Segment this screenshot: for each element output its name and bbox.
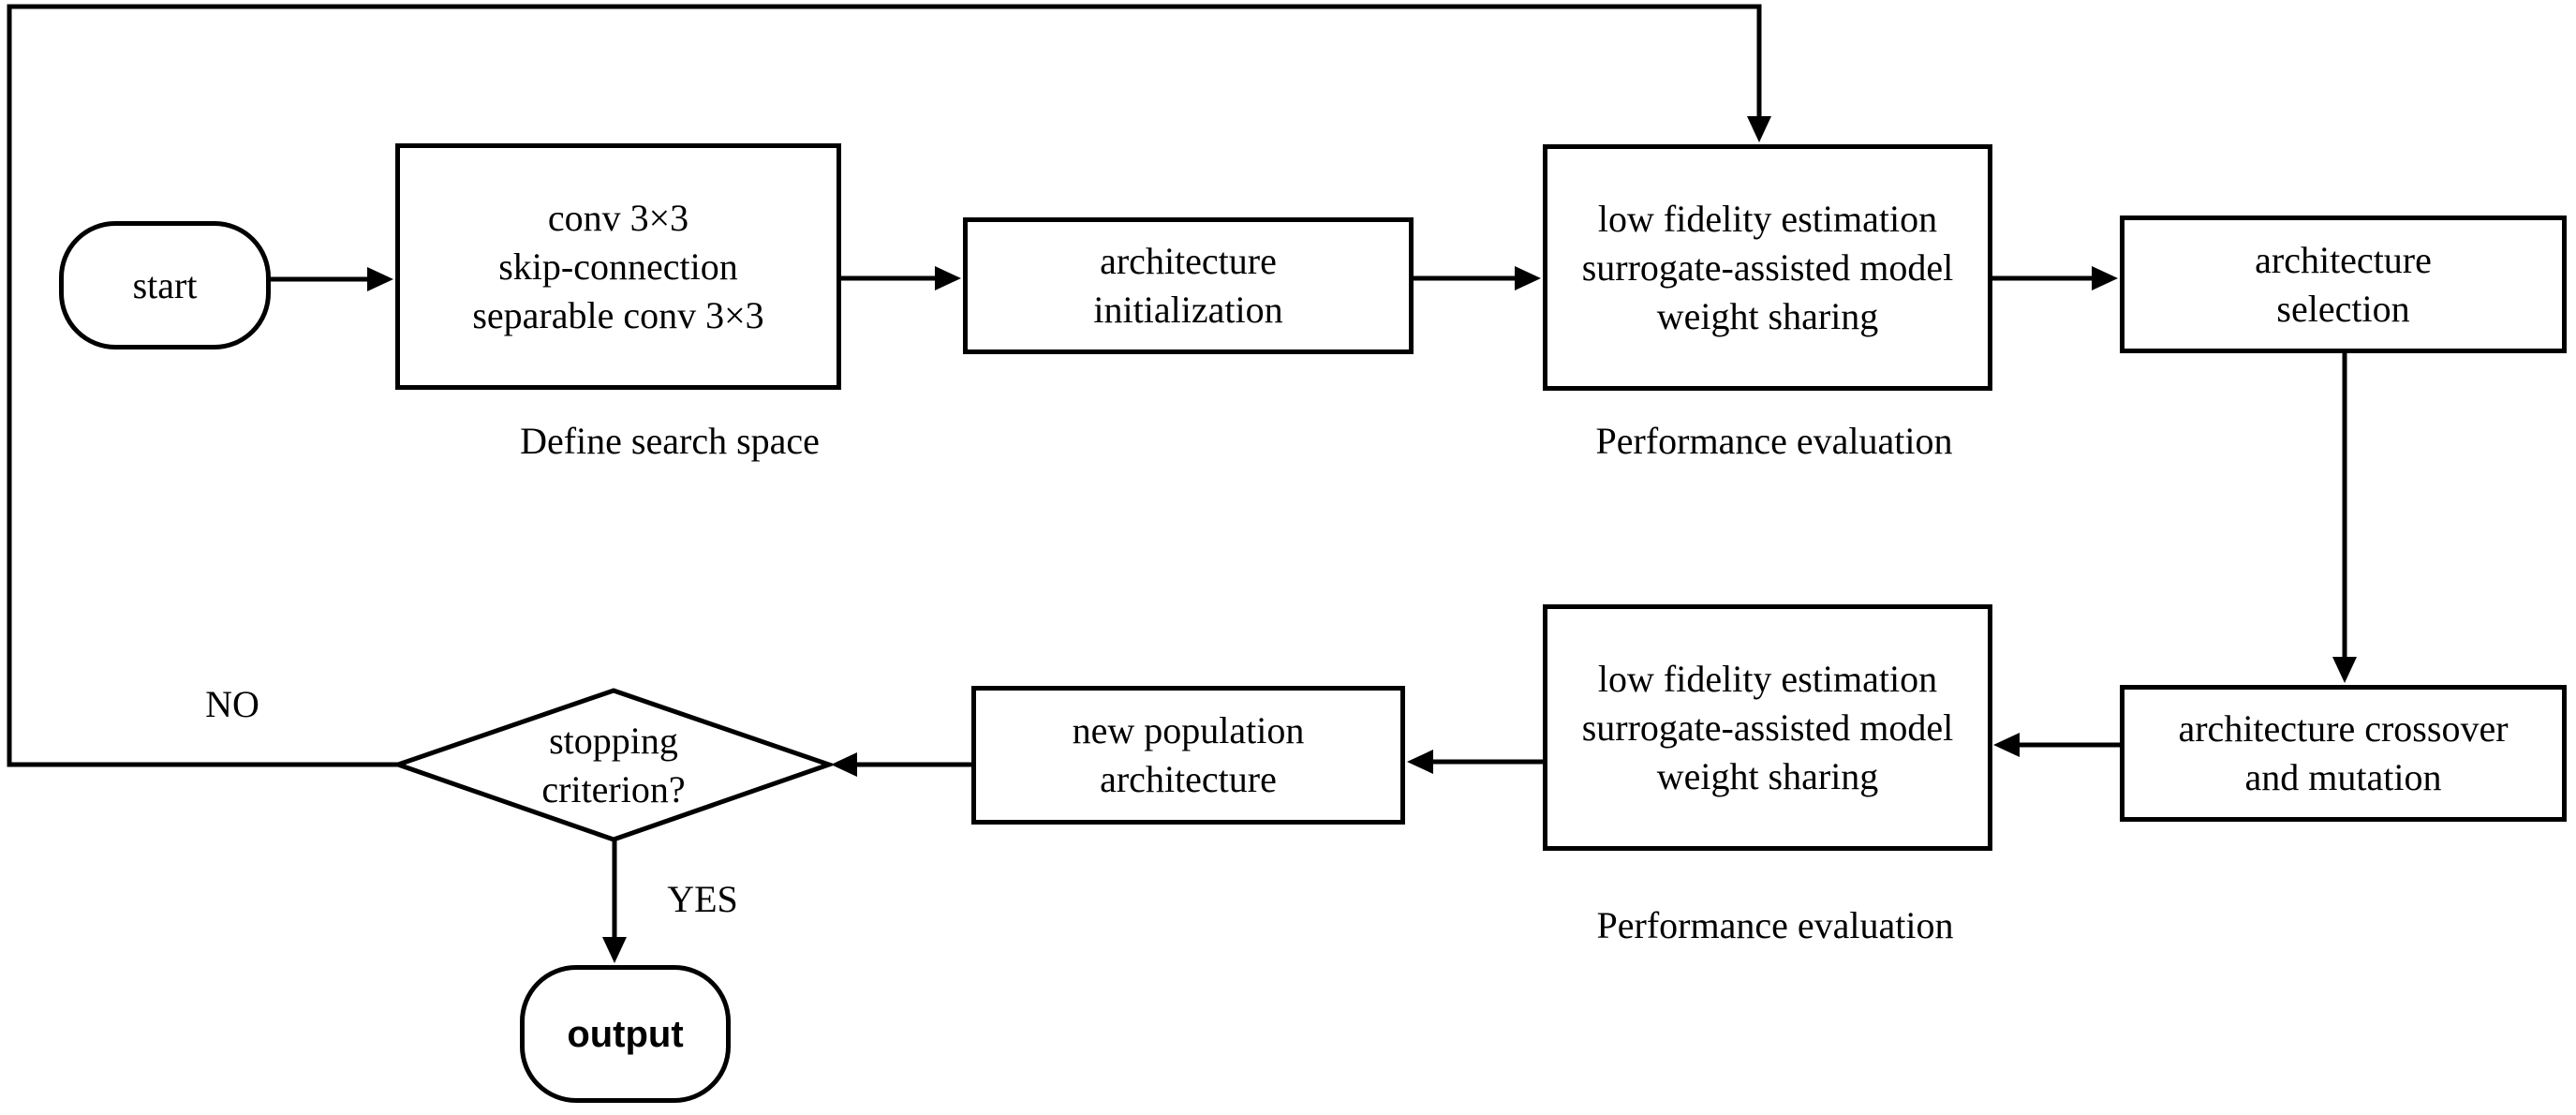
arrowhead-perf-bottom <box>1993 733 2020 757</box>
arrowhead-selection <box>2092 266 2118 290</box>
define-search-space-caption: Define search space <box>520 420 820 462</box>
search-space-node: conv 3×3 skip-connection separable conv … <box>395 143 841 390</box>
edge-no-feedback-loop <box>7 4 1762 767</box>
arrowhead-new-population <box>1407 750 1433 774</box>
new-population-node: new population architecture <box>971 686 1405 825</box>
performance-evaluation-top-node: low fidelity estimation surrogate-assist… <box>1543 144 1992 391</box>
output-node: output <box>520 965 731 1103</box>
yes-edge-label: YES <box>667 878 738 920</box>
performance-evaluation-bottom-node: low fidelity estimation surrogate-assist… <box>1543 604 1992 851</box>
stopping-criterion-diamond <box>391 688 836 842</box>
architecture-initialization-node: architecture initialization <box>963 217 1414 354</box>
no-edge-label: NO <box>205 683 259 725</box>
start-node: start <box>59 221 271 349</box>
architecture-selection-node: architecture selection <box>2120 216 2567 353</box>
performance-evaluation-bottom-caption: Performance evaluation <box>1596 904 1954 946</box>
stopping-criterion-label: stopping criterion? <box>541 720 686 810</box>
arrowhead-stopping <box>831 752 857 777</box>
performance-evaluation-top-caption: Performance evaluation <box>1595 420 1953 462</box>
arrowhead-perf-top <box>1515 266 1541 290</box>
arrowhead-init <box>935 266 961 290</box>
arrowhead-feedback-into-perf-top <box>1747 116 1771 142</box>
arrowhead-crossover <box>2332 657 2357 683</box>
architecture-crossover-node: architecture crossover and mutation <box>2120 685 2567 822</box>
arrowhead-output <box>602 937 627 963</box>
arrowhead-search-space <box>367 267 393 291</box>
